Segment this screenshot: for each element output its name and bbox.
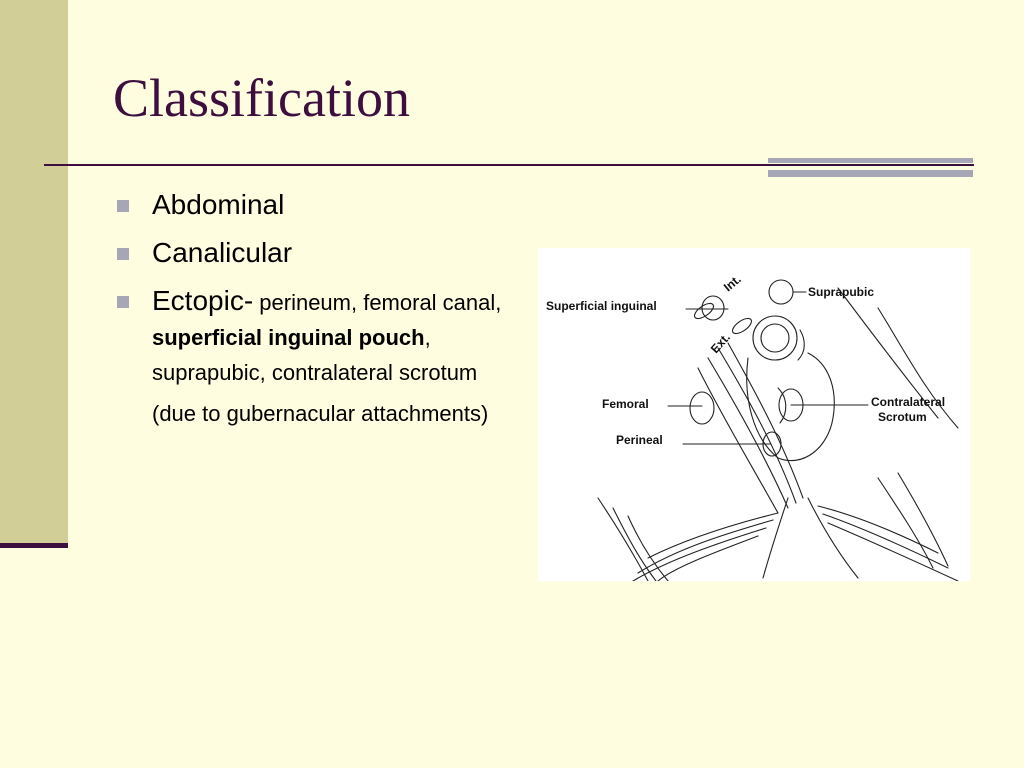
label-superficial-inguinal: Superficial inguinal <box>546 299 657 313</box>
square-bullet-icon <box>117 296 129 308</box>
side-band-accent <box>0 543 68 548</box>
label-contralateral: Contralateral <box>871 395 945 409</box>
ectopic-sites-diagram: Superficial inguinal Int. Ext. Suprapubi… <box>546 272 959 581</box>
slide-title: Classification <box>113 68 410 128</box>
bullet-text: Canalicular <box>152 237 293 268</box>
bullet-note: (due to gubernacular attachments) <box>152 401 489 426</box>
label-int: Int. <box>721 272 744 294</box>
anatomy-figure: Superficial inguinal Int. Ext. Suprapubi… <box>538 248 970 581</box>
title-divider-accent <box>768 158 973 178</box>
square-bullet-icon <box>117 200 129 212</box>
label-ext: Ext. <box>708 330 733 356</box>
bullet-detail: , suprapubic, contralateral scrotum <box>152 325 478 385</box>
bullet-detail: perineum, femoral canal, <box>253 290 502 315</box>
bullet-text: Abdominal <box>152 189 285 220</box>
bullet-item: Ectopic- perineum, femoral canal, superf… <box>112 284 522 431</box>
side-band <box>0 0 68 546</box>
label-perineal: Perineal <box>616 433 663 447</box>
bullet-detail-emphasis: superficial inguinal pouch <box>152 325 425 350</box>
label-femoral: Femoral <box>602 397 649 411</box>
title-divider <box>44 164 974 166</box>
label-scrotum: Scrotum <box>878 410 927 424</box>
bullet-item: Abdominal <box>112 188 522 222</box>
bullet-list: Abdominal Canalicular Ectopic- perineum,… <box>112 188 522 445</box>
square-bullet-icon <box>117 248 129 260</box>
bullet-lead: Ectopic- <box>152 285 254 316</box>
bullet-item: Canalicular <box>112 236 522 270</box>
label-suprapubic: Suprapubic <box>808 285 874 299</box>
